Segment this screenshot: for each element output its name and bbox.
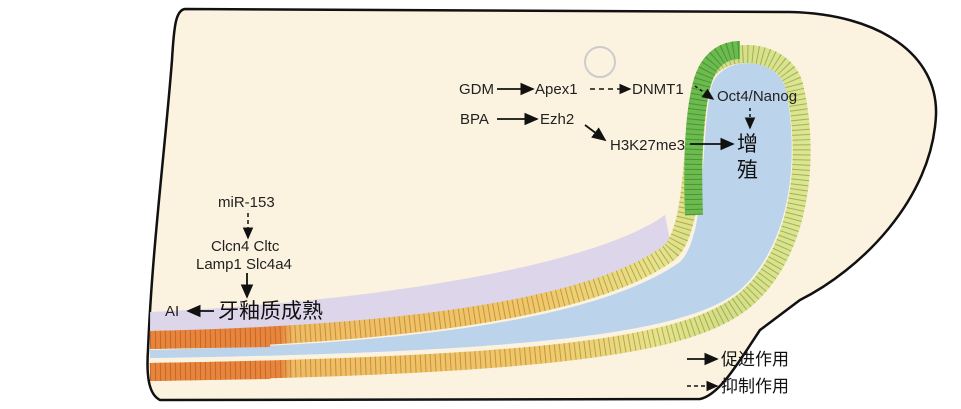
label-ezh2: Ezh2 [540, 111, 574, 128]
legend: 促进作用 抑制作用 [687, 350, 789, 397]
label-apex1: Apex1 [535, 81, 578, 98]
legend-inhibit: 抑制作用 [721, 377, 789, 397]
label-mir-153: miR-153 [218, 194, 275, 211]
label-proliferation-1: 增 [737, 132, 758, 156]
label-proliferation-2: 殖 [737, 158, 758, 182]
ameloblast-layer [149, 45, 811, 381]
label-enamel-maturation: 牙釉质成熟 [218, 299, 323, 323]
label-h3k27me3: H3K27me3 [610, 137, 685, 154]
label-genes-2: Lamp1 Slc4a4 [196, 256, 292, 273]
enamel-layer [150, 215, 672, 335]
label-bpa: BPA [460, 111, 489, 128]
label-ai: AI [165, 303, 179, 320]
label-dnmt1: DNMT1 [632, 81, 684, 98]
watermark-logo [584, 46, 616, 78]
label-oct4-nanog: Oct4/Nanog [717, 88, 797, 105]
legend-promote: 促进作用 [721, 350, 789, 370]
label-genes-1: Clcn4 Cltc [211, 238, 280, 255]
label-gdm: GDM [459, 81, 494, 98]
dental-pulp [150, 63, 792, 359]
